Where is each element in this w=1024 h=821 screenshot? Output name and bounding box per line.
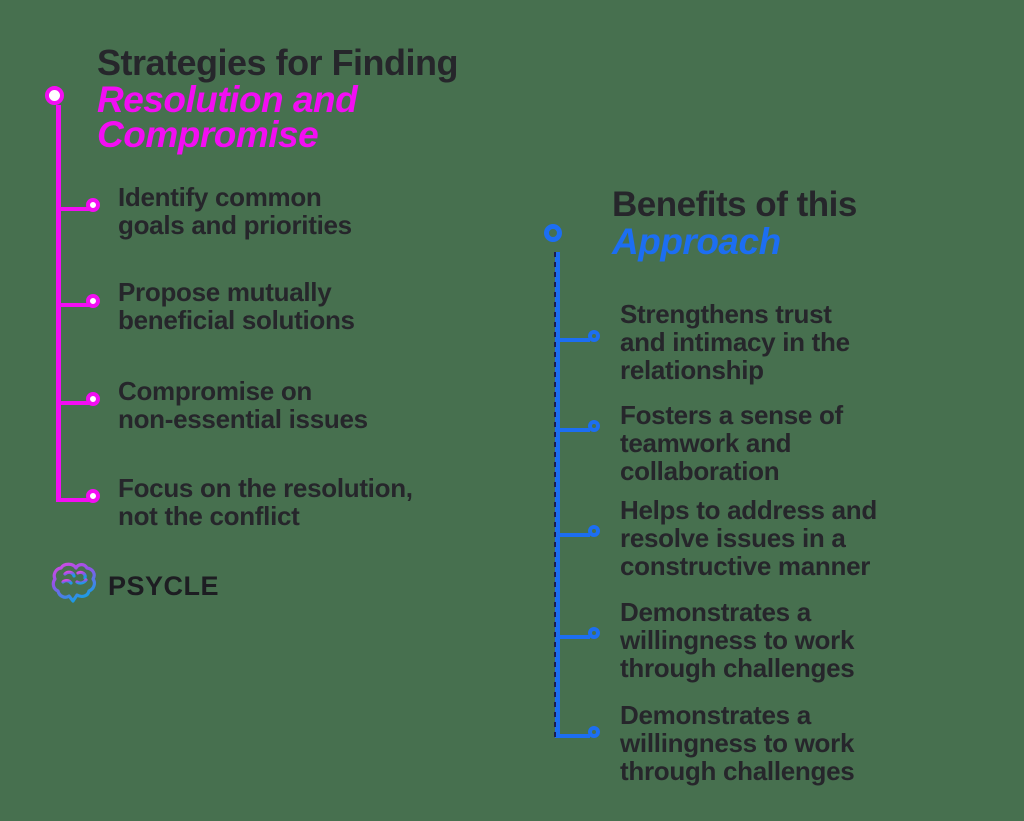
list-item-line: through challenges (620, 653, 855, 683)
list-item-line: collaboration (620, 456, 780, 486)
list-item-line: beneficial solutions (118, 305, 355, 335)
timeline-node (588, 627, 600, 639)
timeline-node (588, 420, 600, 432)
timeline-branch (560, 533, 590, 537)
list-item-line: Identify common (118, 182, 322, 212)
timeline-branch (58, 207, 89, 211)
list-item: Focus on the resolution, not the conflic… (118, 474, 413, 530)
timeline-node (86, 198, 100, 212)
timeline-node (86, 392, 100, 406)
timeline-branch (560, 635, 590, 639)
list-item: Demonstrates a willingness to work throu… (620, 597, 855, 683)
list-item-line: willingness to work (620, 625, 855, 655)
left-title: Strategies for Finding (97, 42, 459, 83)
timeline-node (588, 726, 600, 738)
left-title-accent-line1: Resolution and (97, 79, 358, 120)
list-item-line: teamwork and (620, 428, 792, 458)
timeline-branch (560, 428, 590, 432)
timeline-branch (560, 734, 590, 738)
timeline-node (588, 525, 600, 537)
timeline-node (86, 294, 100, 308)
timeline-start-node (45, 86, 64, 105)
list-item-line: Focus on the resolution, (118, 473, 413, 503)
list-item-line: non-essential issues (118, 404, 368, 434)
list-item-line: Helps to address and (620, 495, 877, 525)
left-title-accent-line2: Compromise (97, 114, 319, 155)
list-item-line: through challenges (620, 756, 855, 786)
list-item: Identify common goals and priorities (118, 183, 352, 239)
list-item-line: Strengthens trust (620, 299, 832, 329)
timeline-branch (58, 498, 89, 502)
timeline-branch (58, 303, 89, 307)
list-item-line: Demonstrates a (620, 597, 811, 627)
list-item: Helps to address and resolve issues in a… (620, 496, 877, 580)
timeline-node (86, 489, 100, 503)
list-item: Strengthens trust and intimacy in the re… (620, 300, 850, 384)
timeline-start-node (544, 224, 562, 242)
list-item: Demonstrates a willingness to work throu… (620, 700, 855, 786)
list-item-line: not the conflict (118, 501, 300, 531)
list-item-line: Demonstrates a (620, 700, 811, 730)
logo-text: PSYCLE (108, 571, 220, 601)
list-item-line: Compromise on (118, 376, 313, 406)
timeline-branch (58, 401, 89, 405)
list-item-line: and intimacy in the (620, 327, 850, 357)
list-item-line: resolve issues in a (620, 523, 846, 553)
list-item-line: constructive manner (620, 551, 871, 581)
list-item: Compromise on non-essential issues (118, 377, 368, 433)
list-item-line: relationship (620, 355, 764, 385)
list-item-line: willingness to work (620, 728, 855, 758)
list-item: Fosters a sense of teamwork and collabor… (620, 401, 843, 485)
list-item-line: goals and priorities (118, 210, 352, 240)
timeline-branch (560, 338, 590, 342)
timeline-line (554, 252, 560, 738)
brain-icon (50, 560, 102, 611)
right-title-accent: Approach (612, 221, 781, 262)
list-item-line: Fosters a sense of (620, 400, 843, 430)
timeline-node (588, 330, 600, 342)
list-item: Propose mutually beneficial solutions (118, 278, 355, 334)
list-item-line: Propose mutually (118, 277, 332, 307)
right-title: Benefits of this (612, 185, 857, 224)
psycle-logo: PSYCLE (50, 560, 219, 611)
